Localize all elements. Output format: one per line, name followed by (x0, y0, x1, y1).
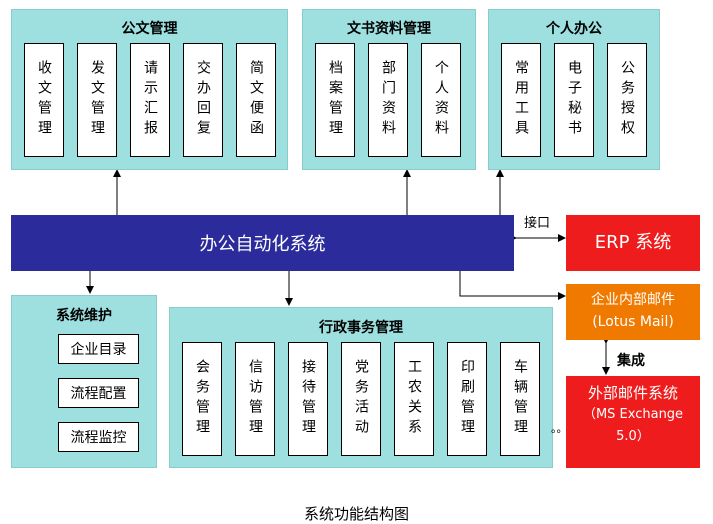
geren-title: 个人办公 (546, 21, 602, 37)
weihu-item[interactable]: 企业目录 (58, 334, 139, 364)
xingzheng-item[interactable]: 工农关系 (394, 342, 434, 456)
wenshu-panel: 文书资料管理 档案管理 部门资料 个人资料 (302, 9, 476, 170)
erp-box[interactable]: ERP 系统 (566, 215, 700, 271)
external-mail-line3: 5.0） (616, 429, 650, 444)
weihu-item[interactable]: 流程监控 (58, 422, 139, 452)
gongwen-item[interactable]: 发文管理 (77, 43, 117, 157)
gongwen-item[interactable]: 交办回复 (183, 43, 223, 157)
gongwen-item[interactable]: 收文管理 (24, 43, 64, 157)
geren-item[interactable]: 公务授权 (607, 43, 647, 157)
internal-mail-box[interactable]: 企业内部邮件 (Lotus Mail) (566, 284, 700, 340)
weihu-panel: 系统维护 企业目录 流程配置 流程监控 (11, 295, 157, 468)
internal-mail-line1: 企业内部邮件 (591, 292, 675, 308)
internal-mail-line2: (Lotus Mail) (592, 314, 674, 330)
figure-caption: 系统功能结构图 (303, 505, 409, 523)
gongwen-item[interactable]: 简文便函 (236, 43, 276, 157)
external-mail-box[interactable]: 外部邮件系统 （MS Exchange 5.0） (566, 376, 700, 468)
wenshu-item[interactable]: 档案管理 (315, 43, 355, 157)
gongwen-panel: 公文管理 收文管理 发文管理 请示汇报 交办回复 简文便函 (11, 9, 288, 170)
wenshu-item[interactable]: 部门资料 (368, 43, 408, 157)
main-system-bar[interactable]: 办公自动化系统 (11, 215, 514, 271)
external-mail-line2: （MS Exchange (582, 407, 684, 422)
gongwen-item[interactable]: 请示汇报 (130, 43, 170, 157)
weihu-item[interactable]: 流程配置 (58, 378, 139, 408)
erp-label: ERP 系统 (594, 232, 672, 253)
xingzheng-title: 行政事务管理 (319, 320, 403, 336)
geren-panel: 个人办公 常用工具 电子秘书 公务授权 (488, 9, 660, 170)
geren-item[interactable]: 常用工具 (501, 43, 541, 157)
xingzheng-item[interactable]: 车辆管理 (500, 342, 540, 456)
wenshu-item[interactable]: 个人资料 (421, 43, 461, 157)
external-mail-line1: 外部邮件系统 (587, 384, 678, 402)
xingzheng-item[interactable]: 印刷管理 (447, 342, 487, 456)
xingzheng-ellipsis: 。。 (551, 422, 568, 435)
xingzheng-item[interactable]: 信访管理 (235, 342, 275, 456)
arrow-internal-mail (459, 271, 566, 300)
gongwen-title: 公文管理 (121, 21, 178, 37)
interface-label: 接口 (524, 216, 551, 231)
geren-item[interactable]: 电子秘书 (554, 43, 594, 157)
integration-label: 集成 (617, 353, 645, 369)
xingzheng-item[interactable]: 接待管理 (288, 342, 328, 456)
wenshu-title: 文书资料管理 (347, 21, 431, 37)
xingzheng-item[interactable]: 党务活动 (341, 342, 381, 456)
xingzheng-item[interactable]: 会务管理 (182, 342, 222, 456)
weihu-title: 系统维护 (56, 308, 112, 324)
xingzheng-panel: 行政事务管理 会务管理 信访管理 接待管理 党务活动 工农关系 印刷管理 车辆管… (169, 307, 553, 468)
